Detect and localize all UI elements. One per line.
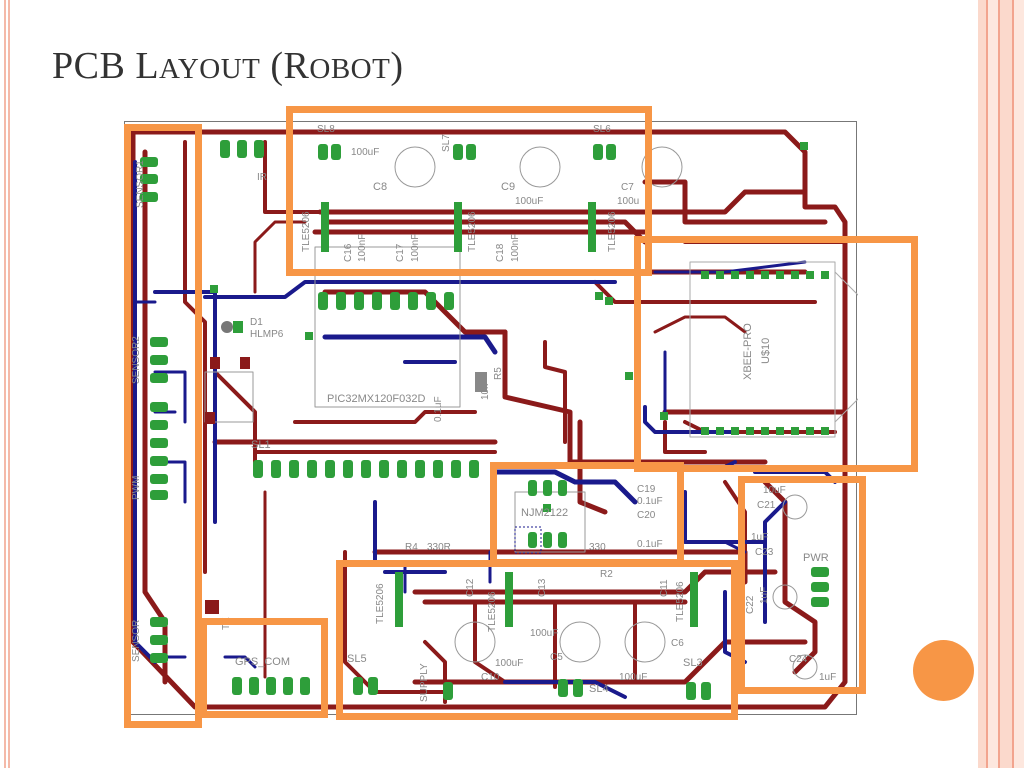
label-c23: C23 [755,547,774,558]
label-c14-value: 0.1uF [433,396,444,422]
label-c12: C12 [465,578,476,597]
label-c18-value: 100nF [510,233,521,262]
label-pic32: PIC32MX120F032D [327,393,426,405]
label-sl7: SL7 [441,134,452,152]
label-c8-value: 100uF [351,147,380,158]
label-c17-value: 100nF [410,233,421,262]
label-c19: C19 [637,484,656,495]
label-c20-value: 0.1uF [637,539,663,550]
label-c23-value: 1uF [751,532,769,543]
label-c7: C7 [621,182,634,193]
label-r4-value: 330R [427,542,451,553]
pcb-layout-image: SL8 SL7 SL6 100uF C8 C9 100uF C7 100u IR… [124,121,858,715]
label-tle3: TLE5206 [607,211,618,252]
label-r5-value: 10k [480,383,491,400]
label-sl8: SL8 [317,124,335,135]
label-c21-value: 10uF [763,485,786,496]
label-c19-value: 0.1uF [637,496,663,507]
label-d1: D1 [250,317,263,328]
label-c9: C9 [501,181,516,193]
label-c20: C20 [637,510,656,521]
label-330: 330 [589,542,606,553]
label-r5: R5 [493,367,504,380]
slide-left-border [4,0,10,768]
label-tle6: TLE5206 [675,581,686,622]
label-c24: C24 [789,654,808,665]
label-c22: C22 [745,595,756,614]
label-c10: C10 [481,672,500,683]
label-c16-value: 100nF [357,233,368,262]
label-c5-value: 100uF [530,628,559,639]
label-c24-value: 1uF [819,672,837,683]
label-tk: TK [221,617,232,630]
label-c9-value: 100uF [515,196,544,207]
label-c7-value: 100u [617,196,640,207]
slide-decorative-stripes [978,0,1024,768]
label-c16: C16 [343,243,354,262]
label-u10: U$10 [760,337,772,364]
label-c5: C5 [550,652,563,663]
label-sensor2: SENSOR2 [131,336,142,384]
label-supply: SUPPLY [419,663,430,702]
label-c11: C11 [659,579,670,597]
label-c13: C13 [537,578,548,597]
label-sensor1: SENSOR1 [135,160,146,208]
label-r2: R2 [600,569,613,580]
label-tle5: TLE5206 [487,591,498,632]
label-c10-value: 100uF [495,658,524,669]
pcb-traces [130,129,858,710]
label-sl6: SL6 [593,124,611,135]
label-tle2: TLE5206 [467,211,478,252]
label-c6-value: 100uF [619,672,648,683]
label-c6: C6 [671,638,684,649]
label-tle4: TLE5206 [375,583,386,624]
label-pwr: PWR [803,552,829,564]
label-ir: IR [257,172,267,183]
label-sl1: SL1 [251,439,271,451]
label-sl4: SL4 [589,683,609,695]
label-c17: C17 [395,243,406,262]
label-sensor-bottom: SENSOR [131,619,142,662]
label-xbee: XBEE-PRO [742,323,754,380]
label-c18: C18 [495,243,506,262]
label-r4: R4 [405,542,418,553]
label-c21: C21 [757,500,776,511]
label-tle1: TLE5206 [301,211,312,252]
label-sl3: SL3 [683,657,703,669]
label-gps-com: GPS_COM [235,656,291,668]
label-njm2122: NJM2122 [521,507,569,519]
label-pwm: PWM [131,475,142,500]
slide-title: PCB LAYOUT (ROBOT) [52,45,404,87]
slide-accent-dot [913,640,974,701]
label-sl5: SL5 [347,653,367,665]
label-c22-value: 1uF [759,586,770,604]
label-c8: C8 [373,181,388,193]
label-hlmp: HLMP6 [250,329,284,340]
